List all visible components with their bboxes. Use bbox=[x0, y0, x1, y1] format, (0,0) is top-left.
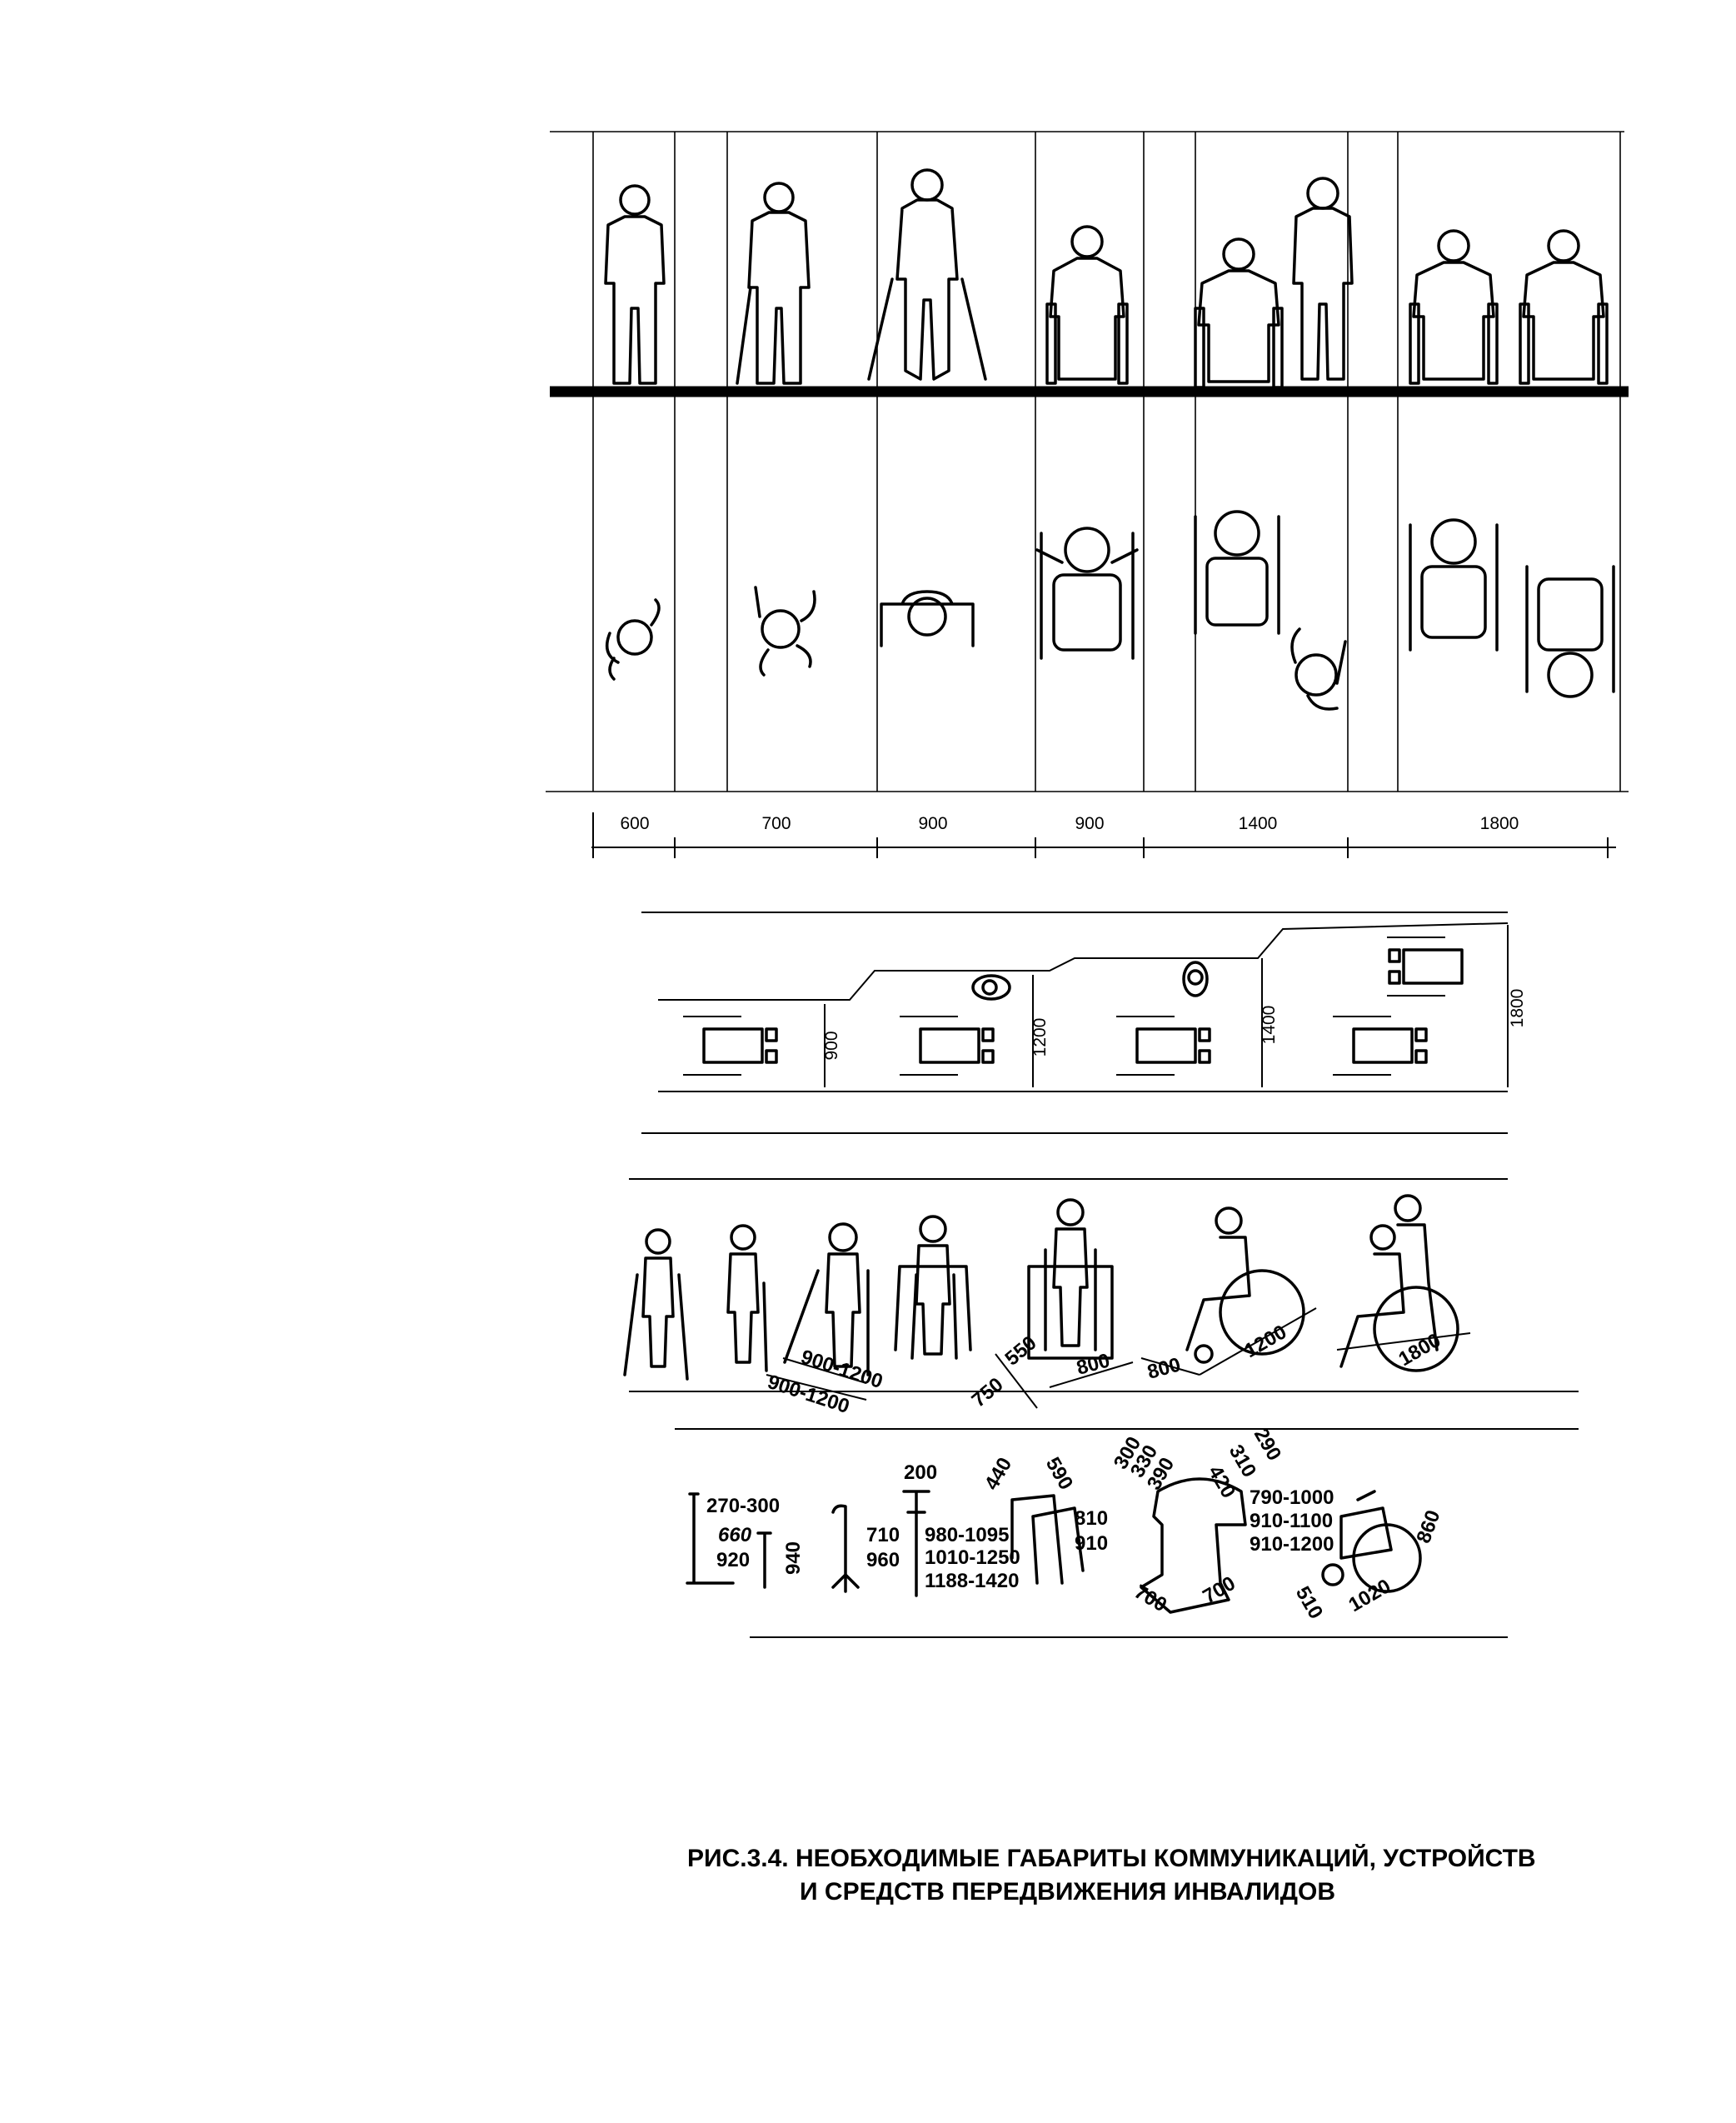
device-dimension-label: 910-1100 bbox=[1250, 1510, 1333, 1532]
person-with-cane-icon bbox=[736, 182, 811, 385]
device-dimension-label: 910 bbox=[1075, 1532, 1108, 1555]
wheelchair-plan-icon bbox=[900, 1016, 995, 1076]
person-standing-icon bbox=[604, 184, 666, 385]
person-with-cane-icon bbox=[726, 1224, 768, 1372]
device-dimension-label: 590 bbox=[1041, 1454, 1077, 1494]
person-plan-view-icon bbox=[971, 974, 1011, 1001]
device-dimension-label: 200 bbox=[904, 1461, 937, 1484]
wheelchair-plan-icon bbox=[1116, 1016, 1211, 1076]
section-mobility-devices: 270-300 660 920 940 710 960 200 980-1095… bbox=[686, 1425, 1508, 1638]
wheelchair-user-front-icon bbox=[1045, 225, 1129, 385]
device-dimension-label: 920 bbox=[716, 1549, 750, 1571]
passage-width-label: 1200 bbox=[1030, 1018, 1050, 1057]
device-dimension-label: 510 bbox=[1291, 1583, 1327, 1623]
person-plan-view-icon bbox=[1182, 961, 1209, 997]
device-dimension-label: 1010-1250 bbox=[925, 1546, 1020, 1569]
width-label: 1400 bbox=[1239, 814, 1278, 833]
wheelchair-plan-icon bbox=[1387, 937, 1464, 997]
crutch-icon bbox=[686, 1492, 772, 1589]
dimension-line bbox=[591, 812, 1616, 858]
standing-support-icon bbox=[1140, 1477, 1247, 1614]
wheelchair-plan-icon bbox=[1409, 518, 1499, 652]
person-standing-icon bbox=[1292, 177, 1354, 381]
device-dimension-label: 1020 bbox=[1345, 1575, 1395, 1616]
width-label: 700 bbox=[761, 814, 791, 833]
person-with-crutches-icon bbox=[623, 1228, 689, 1381]
passage-width-label: 1400 bbox=[1260, 1006, 1279, 1045]
figure-caption-line1: РИС.3.4. НЕОБХОДИМЫЕ ГАБАРИТЫ КОММУНИКАЦ… bbox=[687, 1844, 1536, 1872]
person-with-crutches-icon bbox=[867, 168, 987, 381]
dimension-label: 550 bbox=[1001, 1331, 1041, 1370]
device-dimension-label: 700 bbox=[1200, 1572, 1240, 1608]
dimension-label: 800 bbox=[1075, 1349, 1113, 1379]
cane-icon bbox=[831, 1504, 860, 1593]
device-dimension-label: 660 bbox=[718, 1524, 752, 1546]
device-dimension-label: 940 bbox=[782, 1541, 805, 1575]
device-dimension-label: 960 bbox=[866, 1549, 900, 1571]
person-with-walker-icon bbox=[894, 1215, 972, 1360]
device-dimension-label: 980-1095 bbox=[925, 1524, 1009, 1546]
width-label: 900 bbox=[1075, 814, 1104, 833]
section-isometric-users: 900-1200 900-1200 550 750 800 800 1200 1… bbox=[623, 1194, 1579, 1430]
device-dimension-label: 440 bbox=[980, 1454, 1016, 1494]
device-dimension-label: 1188-1420 bbox=[925, 1570, 1019, 1592]
device-dimension-label: 710 bbox=[866, 1524, 900, 1546]
wheelchair-plan-icon bbox=[1333, 1016, 1428, 1076]
dimension-label: 750 bbox=[968, 1373, 1008, 1411]
person-plan-view-icon bbox=[1290, 627, 1347, 711]
person-with-crutches-plan-icon bbox=[880, 590, 975, 647]
dimension-label: 800 bbox=[1145, 1353, 1184, 1383]
person-plan-view-icon bbox=[754, 586, 816, 677]
wheelchair-user-front-icon bbox=[1519, 229, 1609, 385]
device-dimension-label: 860 bbox=[1412, 1507, 1444, 1546]
wheelchair-user-front-icon bbox=[1409, 229, 1499, 385]
wheelchair-user-side-icon bbox=[1185, 1206, 1305, 1364]
device-dimension-label: 700 bbox=[1130, 1581, 1170, 1616]
wheelchair-plan-icon bbox=[1194, 510, 1280, 635]
passage-width-label: 1800 bbox=[1508, 989, 1527, 1028]
section-passage-plan: 900 1200 1400 1800 bbox=[629, 912, 1527, 1180]
dimension-line bbox=[766, 1307, 1471, 1409]
wheelchair-icon bbox=[1321, 1490, 1422, 1593]
person-plan-view-icon bbox=[605, 598, 661, 681]
figure-caption-line2: И СРЕДСТВ ПЕРЕДВИЖЕНИЯ ИНВАЛИДОВ bbox=[800, 1878, 1335, 1906]
wheelchair-plan-icon bbox=[1035, 527, 1139, 660]
wheelchair-plan-icon bbox=[1525, 565, 1615, 698]
section-corridor-widths: 600 700 900 900 1400 1800 bbox=[546, 131, 1629, 858]
width-label: 600 bbox=[620, 814, 649, 833]
walking-stick-icon bbox=[902, 1490, 930, 1597]
wheelchair-user-front-icon bbox=[1194, 237, 1284, 389]
wheelchair-plan-icon bbox=[683, 1016, 778, 1076]
device-dimension-label: 910-1200 bbox=[1250, 1533, 1334, 1556]
device-dimension-label: 810 bbox=[1075, 1507, 1108, 1530]
width-label: 1800 bbox=[1480, 814, 1519, 833]
person-with-crutches-icon bbox=[783, 1222, 870, 1376]
passage-width-label: 900 bbox=[822, 1031, 841, 1060]
width-label: 900 bbox=[918, 814, 947, 833]
device-dimension-label: 270-300 bbox=[706, 1495, 780, 1517]
device-dimension-label: 790-1000 bbox=[1250, 1486, 1334, 1509]
wheelchair-with-attendant-icon bbox=[1339, 1194, 1459, 1372]
grid-verticals bbox=[592, 132, 1621, 792]
person-in-standing-frame-icon bbox=[1027, 1198, 1114, 1360]
walker-frame-icon bbox=[1010, 1494, 1085, 1585]
